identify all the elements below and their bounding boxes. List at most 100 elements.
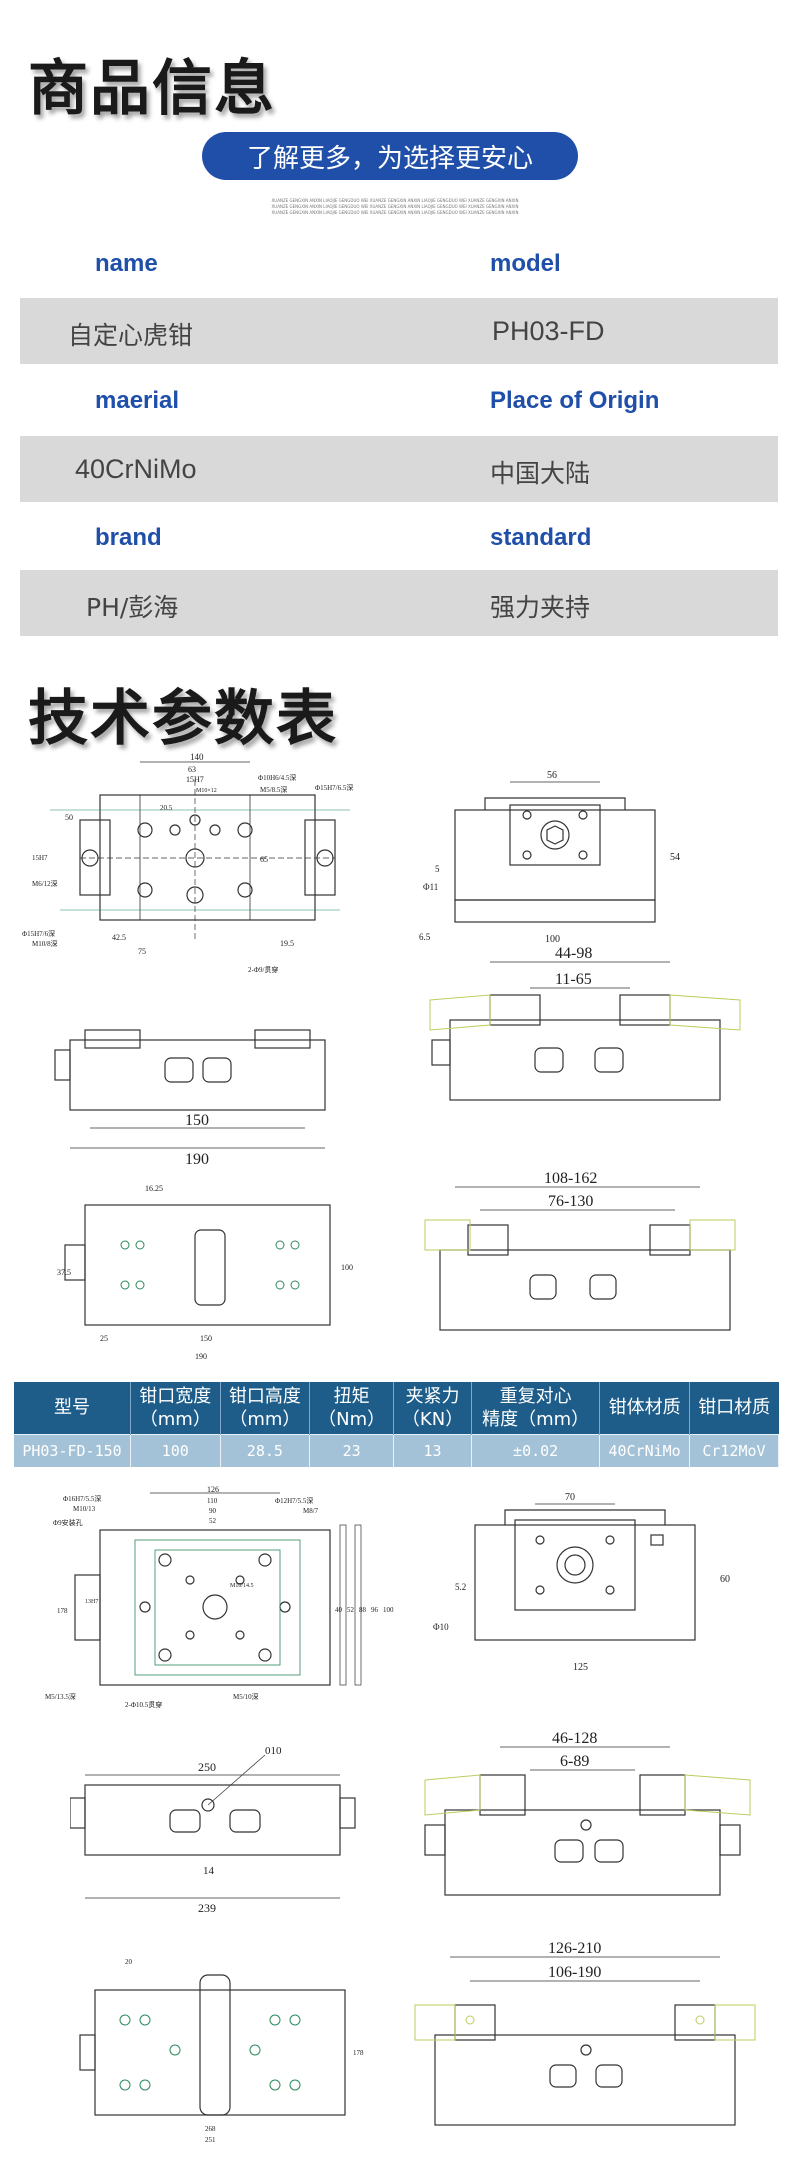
dim-m6: M6/12深 bbox=[32, 879, 58, 888]
dim2-126-210: 126-210 bbox=[548, 1940, 601, 1957]
drawing-bottom-view-150: 16.25 37.5 150 190 25 100 bbox=[57, 1184, 353, 1361]
dim2-88: 88 bbox=[359, 1606, 367, 1614]
drawing-top-view-250: 126 110 90 52 Φ16H7/5.5深 M10/13 Φ9安装孔 Φ1… bbox=[45, 1485, 394, 1709]
info-row-3: PH/彭海 强力夹持 bbox=[20, 570, 778, 636]
dim-63: 63 bbox=[188, 765, 196, 774]
dim-19-5: 19.5 bbox=[280, 939, 294, 948]
dim-5: 5 bbox=[435, 864, 440, 874]
dim-15h7: 15H7 bbox=[186, 775, 204, 784]
dim2-5-2: 5.2 bbox=[455, 1582, 466, 1592]
dim2-13h7: 13H7 bbox=[85, 1599, 98, 1605]
info-row-1: 自定心虎钳 PH03-FD bbox=[20, 298, 778, 364]
dim2-bot-20: 20 bbox=[125, 1958, 133, 1966]
dim-11-65: 11-65 bbox=[555, 971, 592, 988]
drawing-jaw-view-46-128: 46-128 6-89 bbox=[424, 1730, 751, 1896]
th-jaw-width: 钳口宽度（mm） bbox=[130, 1382, 221, 1435]
dim-65: 65 bbox=[260, 855, 268, 864]
dim2-bot-178: 178 bbox=[353, 2049, 364, 2057]
label-standard: standard bbox=[490, 524, 592, 551]
banner-fine-text: XUANZE GENGXIN ANXIN LIAOJIE GENGDUO WEI… bbox=[271, 198, 519, 203]
drawing-jaw-view-44-98: 44-98 11-65 bbox=[429, 945, 741, 1101]
dim2-52: 52 bbox=[209, 1517, 217, 1525]
cell-jaw-material: Cr12MoV bbox=[689, 1434, 780, 1467]
dim2-46-128: 46-128 bbox=[552, 1730, 597, 1747]
dim2-100: 100 bbox=[383, 1606, 394, 1614]
dim2-bot-251: 251 bbox=[205, 2136, 216, 2144]
dim2-2-phi10: 2-Φ10.5贯穿 bbox=[125, 1700, 162, 1709]
dim2-side-010: 010 bbox=[265, 1745, 282, 1757]
dim-phi15h7-a: Φ15H7/6.5深 bbox=[315, 783, 353, 792]
dim-44-98: 44-98 bbox=[555, 945, 592, 962]
value-model: PH03-FD bbox=[492, 316, 605, 346]
th-body-material: 钳体材质 bbox=[599, 1382, 690, 1435]
dim2-m5-10: M5/10深 bbox=[233, 1692, 259, 1701]
dim2-phi9: Φ9安装孔 bbox=[53, 1518, 83, 1527]
dim2-178: 178 bbox=[57, 1607, 68, 1615]
dim-bot-100: 100 bbox=[341, 1263, 353, 1272]
value-standard: 强力夹持 bbox=[490, 593, 591, 622]
dim-140: 140 bbox=[190, 752, 204, 762]
section-title-tech-params: 技术参数表 bbox=[28, 684, 338, 754]
th-jaw-height: 钳口高度（mm） bbox=[220, 1382, 311, 1435]
dim2-m10-14: M10/14.5 bbox=[230, 1583, 254, 1589]
drawing-front-view-250: 70 60 5.2 Φ10 125 bbox=[433, 1492, 730, 1673]
dim-56: 56 bbox=[547, 770, 557, 781]
dim-76-130: 76-130 bbox=[548, 1193, 593, 1210]
dim2-90: 90 bbox=[209, 1507, 217, 1515]
dim2-52b: 52 bbox=[347, 1606, 355, 1614]
dim2-40: 40 bbox=[335, 1606, 343, 1614]
dim-m10: M10/8深 bbox=[32, 939, 58, 948]
dim-side-190: 190 bbox=[185, 1151, 209, 1168]
dim-20-5: 20.5 bbox=[160, 804, 173, 812]
dim2-106-190: 106-190 bbox=[548, 1964, 601, 1981]
dim2-side-239: 239 bbox=[198, 1901, 216, 1915]
banner-pill: 了解更多，为选择更安心 bbox=[202, 132, 578, 180]
cell-jaw-height: 28.5 bbox=[220, 1434, 311, 1467]
dim-50: 50 bbox=[65, 813, 73, 822]
dim-phi11: Φ11 bbox=[423, 882, 438, 892]
dim-15h7-left: 15H7 bbox=[32, 854, 48, 862]
dim2-bot-268: 268 bbox=[205, 2125, 216, 2133]
dim-16-25: 16.25 bbox=[145, 1184, 163, 1193]
dim2-96: 96 bbox=[371, 1606, 379, 1614]
dim2-m10-13: M10/13 bbox=[73, 1505, 96, 1513]
dim-m5: M5/8.5深 bbox=[260, 785, 287, 794]
cell-repeatability: ±0.02 bbox=[471, 1434, 601, 1467]
value-material: 40CrNiMo bbox=[75, 454, 197, 484]
dim2-phi16h7: Φ16H7/5.5深 bbox=[63, 1494, 101, 1503]
label-name: name bbox=[95, 250, 158, 277]
dim-2-phi9: 2-Φ9/贯穿 bbox=[248, 965, 278, 974]
label-place-of-origin: Place of Origin bbox=[490, 387, 660, 414]
dim2-126: 126 bbox=[207, 1485, 219, 1494]
dim-phi10h6: Φ10H6/4.5深 bbox=[258, 773, 296, 782]
dim-side-150: 150 bbox=[185, 1112, 209, 1129]
drawing-top-view-150: 140 63 15H7 M10×12 20.5 65 Φ10H6/4.5深 M5… bbox=[22, 752, 353, 974]
label-brand: brand bbox=[95, 524, 162, 551]
drawing-jaw-view-126-210: 126-210 106-190 bbox=[414, 1940, 756, 2126]
dim-42-5: 42.5 bbox=[112, 933, 126, 942]
dim2-side-250: 250 bbox=[198, 1760, 216, 1774]
label-model: model bbox=[490, 250, 561, 277]
label-material: maerial bbox=[95, 387, 180, 414]
th-torque: 扭矩（Nm） bbox=[309, 1382, 395, 1435]
spec-table: 型号 钳口宽度（mm） 钳口高度（mm） 扭矩（Nm） 夹紧力（KN） 重复对心… bbox=[14, 1382, 780, 1467]
drawing-side-view-150: 150 190 bbox=[54, 1029, 326, 1168]
th-jaw-material: 钳口材质 bbox=[689, 1382, 779, 1435]
dim-37-5: 37.5 bbox=[57, 1268, 71, 1277]
dim2-6-89: 6-89 bbox=[560, 1753, 589, 1770]
dim-bot-150: 150 bbox=[200, 1334, 212, 1343]
drawing-front-view-150: 56 54 Φ11 5 100 6.5 bbox=[419, 770, 680, 945]
dim-6-5: 6.5 bbox=[419, 932, 431, 942]
dim-m10x12: M10×12 bbox=[196, 788, 217, 794]
th-model: 型号 bbox=[14, 1382, 131, 1435]
dim2-125: 125 bbox=[573, 1662, 588, 1673]
dim2-side-14: 14 bbox=[203, 1865, 215, 1877]
banner-fine-text-2: XUANZE GENGXIN ANXIN LIAOJIE GENGDUO WEI… bbox=[271, 204, 519, 209]
info-row-2: 40CrNiMo 中国大陆 bbox=[20, 436, 778, 502]
cell-jaw-width: 100 bbox=[130, 1434, 221, 1467]
drawing-jaw-view-108-162: 108-162 76-130 bbox=[424, 1170, 736, 1331]
dim2-60: 60 bbox=[720, 1574, 730, 1585]
dim2-m8: M8/7 bbox=[303, 1507, 319, 1515]
spec-table-header-row: 型号 钳口宽度（mm） 钳口高度（mm） 扭矩（Nm） 夹紧力（KN） 重复对心… bbox=[14, 1382, 779, 1435]
drawing-side-view-250: 250 010 14 239 bbox=[70, 1745, 356, 1915]
